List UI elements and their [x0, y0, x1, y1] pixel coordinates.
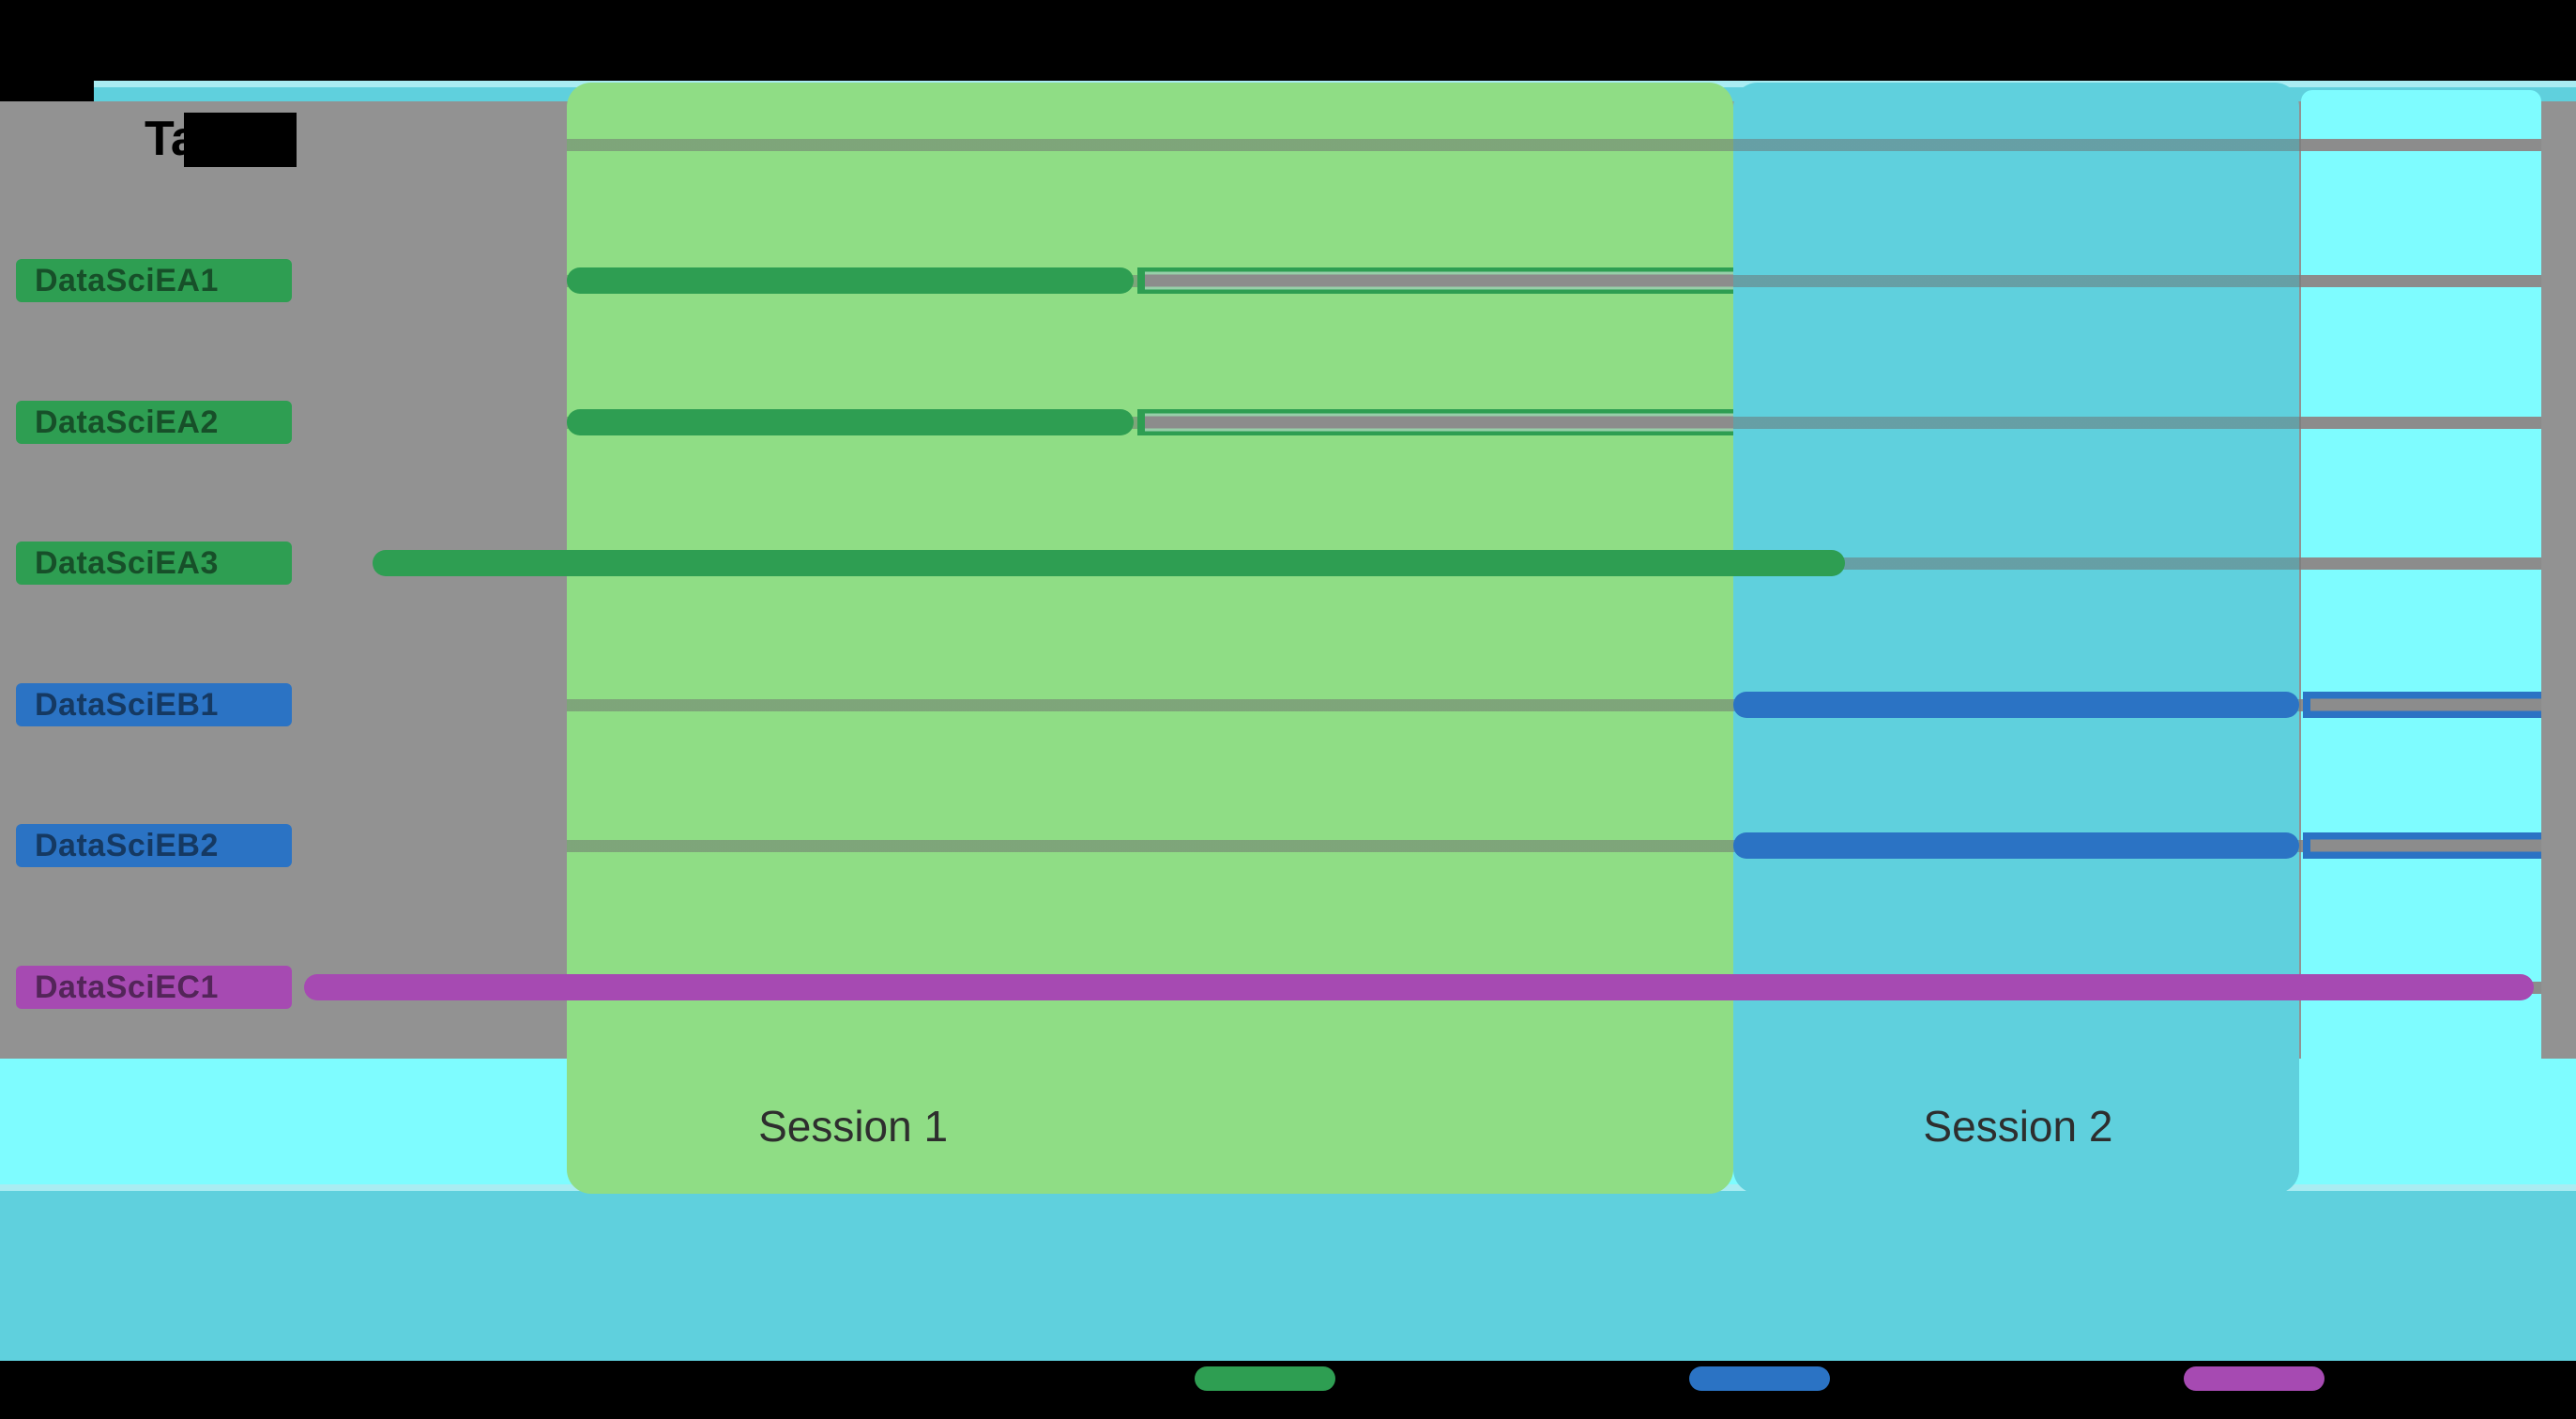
task-bar-extension-DataSciEB1: [2303, 692, 2541, 718]
session-band-session-1: [567, 83, 1734, 1194]
task-bar-DataSciEB2: [1733, 832, 2300, 859]
task-row-label-DataSciEC1: DataSciEC1: [16, 966, 292, 1009]
task-bar-extension-DataSciEA2: [1137, 409, 1734, 435]
task-bar-extension-DataSciEB2: [2303, 832, 2541, 859]
task-row-label-DataSciEB2: DataSciEB2: [16, 824, 292, 867]
session-band-session-2: [1733, 83, 2300, 1194]
task-row-label-DataSciEA1: DataSciEA1: [16, 259, 292, 302]
extension-core: [1145, 274, 1734, 287]
legend-swatch-green: [1195, 1366, 1335, 1391]
task-bar-DataSciEA3: [372, 550, 1845, 576]
legend-swatch-blue: [1689, 1366, 1830, 1391]
extension-core: [1145, 416, 1734, 429]
task-row-label-DataSciEB1: DataSciEB1: [16, 683, 292, 726]
task-bar-DataSciEA2: [567, 409, 1135, 435]
extension-core: [2310, 698, 2541, 711]
extension-core: [2310, 839, 2541, 852]
grid-track-0: [567, 138, 2541, 151]
task-bar-extension-DataSciEA1: [1137, 267, 1734, 294]
unlabeled-bright-band: [2300, 90, 2541, 1184]
task-bar-DataSciEC1: [303, 974, 2534, 1000]
task-bar-DataSciEB1: [1733, 692, 2300, 718]
session-label-1: Session 1: [758, 1102, 949, 1151]
footer-cyan-band: [0, 1184, 2576, 1361]
task-row-label-DataSciEA3: DataSciEA3: [16, 542, 292, 585]
task-bar-DataSciEA1: [567, 267, 1135, 294]
task-header-redaction-box: [184, 113, 297, 167]
task-row-label-DataSciEA2: DataSciEA2: [16, 401, 292, 444]
session-label-2: Session 2: [1923, 1102, 2113, 1151]
legend-swatch-purple: [2184, 1366, 2324, 1391]
